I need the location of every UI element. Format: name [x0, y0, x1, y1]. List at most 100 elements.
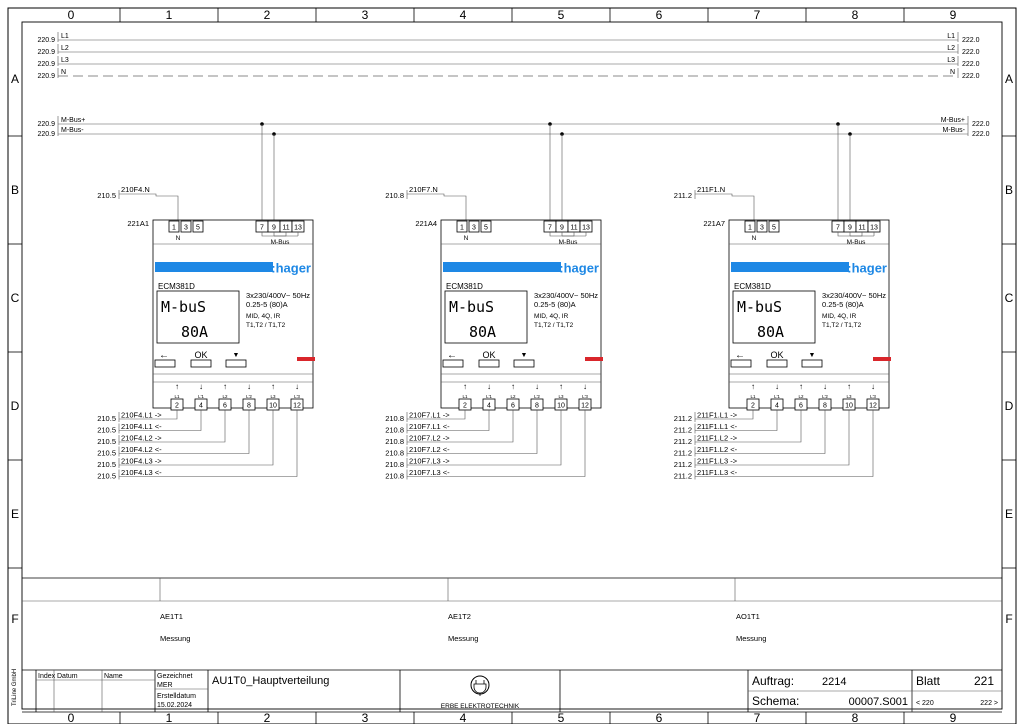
ok-button[interactable] — [766, 359, 788, 368]
schema-label: Schema: — [752, 694, 799, 708]
signal-label: 211F1.L1 -> — [697, 411, 738, 420]
signal-ref: 210.8 — [385, 426, 404, 435]
device-tag: 221A4 — [415, 219, 437, 228]
terminal-top — [756, 220, 768, 233]
bus-label-left: L3 — [61, 57, 69, 64]
terminal-number: 10 — [557, 403, 565, 410]
terminal-number: 11 — [282, 225, 289, 232]
sheet-value: 221 — [974, 674, 994, 688]
terminal-number: 2 — [463, 403, 467, 410]
supply-ref: 210.8 — [385, 191, 404, 200]
lcd-line2: 80A — [757, 323, 784, 341]
flow-arrow-icon: ↓ — [487, 382, 491, 391]
signal-label: 210F4.L3 -> — [121, 457, 162, 466]
supply-label: 210F7.N — [409, 185, 438, 194]
signal-label: 210F7.L3 -> — [409, 457, 450, 466]
lcd-line1: M-buS — [161, 298, 206, 316]
terminal-top — [180, 220, 192, 233]
mbus-ref-left: 220.9 — [37, 131, 55, 138]
terminal-top — [744, 220, 756, 233]
signal-label: 210F4.L2 <- — [121, 445, 162, 454]
drawing-title: AU1T0_Hauptverteilung — [212, 675, 329, 687]
terminal-phase-label: L'1 — [486, 394, 492, 399]
terminal-phase-label: L'1 — [198, 394, 204, 399]
column-label-bottom: 4 — [460, 711, 467, 724]
brand-logo: :hager — [271, 261, 311, 276]
terminal-number: 9 — [272, 225, 276, 232]
drawn-by-value: MER — [157, 682, 173, 689]
prev-sheet-link[interactable]: < 220 — [916, 700, 934, 707]
flow-arrow-icon: ↑ — [559, 382, 563, 391]
status-led — [585, 357, 603, 361]
down-button[interactable] — [801, 359, 823, 368]
flow-arrow-icon: ↓ — [823, 382, 827, 391]
signal-label: 210F7.L2 <- — [409, 445, 450, 454]
terminal-phase-label: L3 — [270, 394, 276, 399]
ok-label: OK — [482, 350, 495, 360]
terminal-top — [192, 220, 204, 233]
row-label-right: C — [1005, 291, 1014, 305]
terminal-number: 8 — [247, 403, 251, 410]
terminal-phase-label: L'3 — [582, 394, 588, 399]
down-button[interactable] — [513, 359, 535, 368]
spec-line: T1,T2 / T1,T2 — [246, 322, 286, 329]
device-tag: 221A1 — [127, 219, 149, 228]
terminal-phase-label: L1 — [174, 394, 180, 399]
back-button[interactable] — [442, 359, 464, 368]
spec-line: T1,T2 / T1,T2 — [534, 322, 574, 329]
flow-arrow-icon: ↓ — [247, 382, 251, 391]
column-label-bottom: 0 — [68, 711, 75, 724]
terminal-top — [768, 220, 780, 233]
supply-label: 210F4.N — [121, 185, 150, 194]
title-block: Index Datum Name Gezeichnet MER Erstelld… — [22, 669, 1002, 712]
terminal-number: 3 — [184, 225, 188, 232]
bus-ref-right: 222.0 — [962, 73, 980, 80]
spec-line: MID, 4Q, IR — [246, 313, 281, 320]
column-label-bottom: 8 — [852, 711, 859, 724]
function-title: AO1T1 — [736, 612, 760, 621]
back-button[interactable] — [154, 359, 176, 368]
signal-label: 210F4.L2 -> — [121, 434, 162, 443]
terminal-number: 4 — [487, 403, 491, 410]
mbus-label-right: M-Bus+ — [941, 117, 965, 124]
mbus-terminal-label: M-Bus — [847, 239, 867, 246]
side-label: TriLine GmbH — [12, 669, 18, 706]
bus-ref-right: 222.0 — [962, 49, 980, 56]
bus-label-left: N — [61, 69, 66, 76]
back-button[interactable] — [730, 359, 752, 368]
column-label-top: 9 — [950, 8, 957, 22]
flow-arrow-icon: ↓ — [535, 382, 539, 391]
next-sheet-link[interactable]: 222 > — [980, 700, 998, 707]
ok-button[interactable] — [478, 359, 500, 368]
signal-label: 210F7.L3 <- — [409, 468, 450, 477]
mbus-ref-right: 222.0 — [972, 131, 990, 138]
row-label-right: F — [1005, 612, 1012, 626]
spec-line: 3x230/400V~ 50Hz — [534, 291, 598, 300]
column-label-bottom: 1 — [166, 711, 173, 724]
drawn-by-label: Gezeichnet — [157, 673, 192, 680]
bus-label-right: L2 — [947, 45, 955, 52]
signal-ref: 210.5 — [97, 437, 116, 446]
bus-label-left: L1 — [61, 33, 69, 40]
terminal-phase-label: L'3 — [870, 394, 876, 399]
created-value: 15.02.2024 — [157, 702, 192, 709]
spec-line: T1,T2 / T1,T2 — [822, 322, 862, 329]
terminal-number: 7 — [260, 225, 264, 232]
signal-label: 211F1.L2 -> — [697, 434, 738, 443]
status-led — [297, 357, 315, 361]
signal-label: 210F7.L2 -> — [409, 434, 450, 443]
terminal-top — [480, 220, 492, 233]
terminal-number: 11 — [570, 225, 577, 232]
terminal-number: 1 — [172, 225, 176, 232]
ok-button[interactable] — [190, 359, 212, 368]
flow-arrow-icon: ↓ — [775, 382, 779, 391]
status-led — [873, 357, 891, 361]
down-button[interactable] — [225, 359, 247, 368]
function-title: AE1T2 — [448, 612, 471, 621]
terminal-phase-label: L3 — [846, 394, 852, 399]
column-label-top: 2 — [264, 8, 271, 22]
signal-label: 210F4.L1 <- — [121, 422, 162, 431]
model-label: ECM381D — [446, 282, 483, 291]
